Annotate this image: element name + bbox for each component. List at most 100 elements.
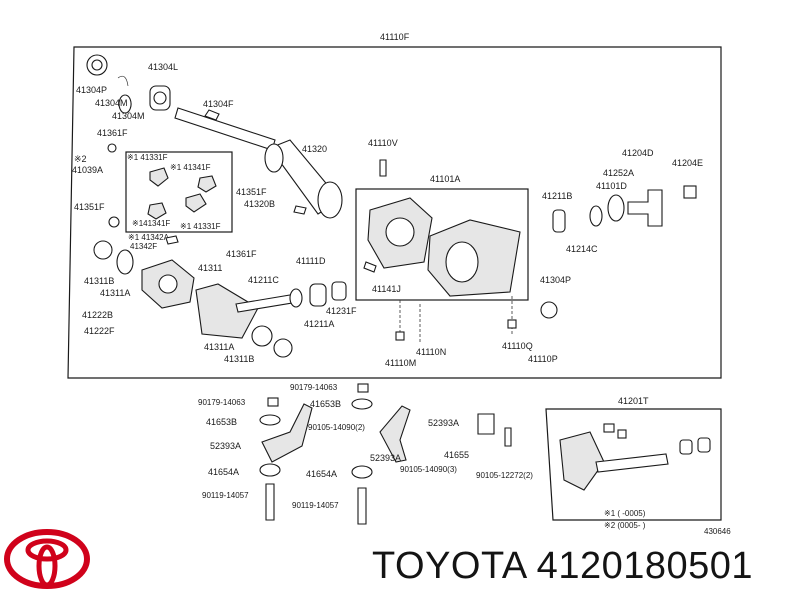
label-41110F: 41110F (380, 32, 410, 42)
label-41351F-a: 41351F (74, 202, 105, 212)
nut-41204E (683, 185, 697, 199)
label-41304L: 41304L (148, 62, 178, 72)
nut-90179-b (357, 383, 369, 393)
label-41204D: 41204D (622, 148, 654, 158)
bolt-90119-a (265, 483, 275, 521)
label-41311: 41311 (198, 263, 222, 273)
ring-41252A (607, 194, 625, 222)
label-41320: 41320 (302, 144, 327, 154)
label-90105-3: 90105-14090(3) (400, 465, 457, 474)
bearing-41211B (552, 209, 566, 233)
label-41222F: 41222F (84, 326, 115, 336)
label-90119-b: 90119-14057 (292, 501, 339, 510)
label-41654A-b: 41654A (306, 469, 337, 479)
diff-case-bore (158, 274, 178, 294)
label-90105-12272: 90105-12272(2) (476, 471, 533, 480)
label-90105-2: 90105-14090(2) (308, 423, 365, 432)
label-52393A-b: 52393A (370, 453, 401, 463)
label-41110M: 41110M (385, 358, 416, 368)
label-41311B-a: 41311B (84, 276, 114, 286)
label-41039A: 41039A (72, 165, 103, 175)
note-1: ※1 ( -0005) (604, 509, 646, 518)
label-41110P: 41110P (528, 354, 558, 364)
label-41101A: 41101A (430, 174, 460, 184)
shaft-41304F (174, 107, 276, 151)
seal-41311B-b (273, 338, 293, 358)
label-41039A-mark: ※2 (74, 154, 87, 164)
label-90179-a: 90179-14063 (198, 398, 246, 407)
housing-carrier-bore (445, 241, 479, 283)
breather-41110V (379, 159, 387, 177)
cushion-41654A-a (259, 463, 281, 477)
part-number-title: TOYOTA 4120180501 (372, 545, 754, 587)
bolt-90119-b (357, 487, 367, 525)
sub-ring-gear (559, 431, 605, 491)
label-41231F: 41231F (326, 306, 357, 316)
label-41331F-a: ※1 41331F (127, 153, 168, 162)
bolt-41320B (293, 205, 307, 215)
toyota-logo-icon (4, 529, 90, 589)
sub-drive-pinion (595, 453, 669, 473)
label-41331F-b: ※1 41331F (180, 222, 221, 231)
main-assembly-group: 41110F 41304P 41304M 41304M 41304L 41304… (67, 32, 722, 379)
label-41201T: 41201T (618, 396, 649, 406)
side-gear-b (147, 202, 167, 220)
sub-bolt-a (603, 423, 615, 433)
bracket-52393A-a (261, 403, 313, 463)
cushion-41653B-a (259, 414, 281, 426)
bolt-90105-12272 (504, 427, 512, 447)
label-41214C: 41214C (566, 244, 598, 254)
nut-90179-a (267, 397, 279, 407)
shaft-spline (204, 109, 220, 121)
washer-41351F (108, 216, 120, 228)
label-41110Q: 41110Q (502, 341, 533, 351)
label-41211C: 41211C (248, 275, 279, 285)
label-41341F-a: ※1 41341F (170, 163, 211, 172)
bearing-41211A (309, 283, 327, 307)
label-41304M-a: 41304M (95, 98, 128, 108)
plug-41110M (395, 331, 405, 341)
drive-pinion (235, 293, 299, 313)
washer-41361F (107, 143, 117, 153)
flange-41204D (627, 189, 663, 227)
tube-flange-b (317, 181, 343, 219)
bearing-41231F (331, 281, 347, 301)
label-41653B-b: 41653B (310, 399, 341, 409)
bearing-41311A (116, 249, 134, 275)
sub-bearing-b (697, 437, 711, 453)
cushion-41653B-b (351, 398, 373, 410)
label-41304F: 41304F (203, 99, 234, 109)
ring-41304M (118, 94, 132, 114)
bracket-52393A-b (379, 405, 411, 463)
pinion-gear-b (197, 175, 217, 193)
seal-41311B (93, 240, 113, 260)
label-52393A-c: 52393A (428, 418, 459, 428)
sub-assembly-frame (545, 408, 722, 521)
label-41311B-b: 41311B (224, 354, 254, 364)
label-41361F-a: 41361F (97, 128, 128, 138)
label-52393A-a: 52393A (210, 441, 241, 451)
spacer-41211C (289, 288, 303, 308)
bearing-41311A-b (251, 325, 273, 347)
label-41311A-b: 41311A (204, 342, 234, 352)
bracket-52393A-c (477, 413, 495, 435)
label-41342A: ※1 41342A (128, 233, 170, 242)
label-41361F-b: 41361F (226, 249, 257, 259)
label-41654A-a: 41654A (208, 467, 239, 477)
label-41341F-b: ※141341F (132, 219, 170, 228)
main-assembly-frame (67, 46, 722, 379)
ring-gear (195, 283, 259, 339)
diff-kit-box (125, 151, 233, 233)
snap-ring-41304M (117, 75, 129, 87)
seal-41304P-inner (91, 59, 103, 71)
label-90119-a: 90119-14057 (202, 491, 249, 500)
pinion-gear-a (149, 167, 169, 187)
label-41311A-a: 41311A (100, 288, 130, 298)
label-41342F: 41342F (130, 242, 157, 251)
label-41110V: 41110V (368, 138, 398, 148)
cushion-41654A-b (351, 465, 373, 479)
label-41351F-b: 41351F (236, 187, 267, 197)
housing-cover-bore (385, 217, 415, 247)
seal-41101D (589, 205, 603, 227)
